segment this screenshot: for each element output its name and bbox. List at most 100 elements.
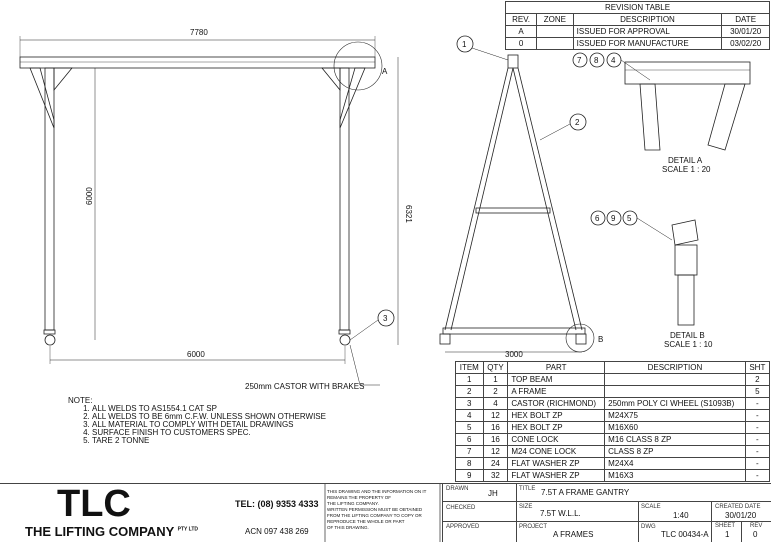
col-header: SHT [744, 361, 771, 374]
cell: - [744, 421, 771, 434]
dim-frame-base: 3000 [505, 350, 523, 359]
cell: 5 [455, 421, 484, 434]
cell: M24X75 [604, 409, 746, 422]
cell: 250mm POLY CI WHEEL (S1093B) [604, 397, 746, 410]
disclaimer-line: THIS DRAWING AND THE INFORMATION ON IT [327, 489, 427, 494]
cell: - [744, 397, 771, 410]
cell: CLASS 8 ZP [604, 445, 746, 458]
approved-label: APPROVED [446, 524, 480, 530]
table-row: 0 ISSUED FOR MANUFACTURE 03/02/20 [504, 37, 770, 50]
dim-span: 6000 [187, 350, 205, 359]
disclaimer-line: REPRODUCE THE WHOLE OR PART [327, 519, 405, 524]
cell: M24 CONE LOCK [507, 445, 606, 458]
disclaimer-line: REMAINS THE PROPERTY OF [327, 495, 392, 500]
note-item: ALL MATERIAL TO COMPLY WITH DETAIL DRAWI… [92, 421, 326, 429]
company-name: THE LIFTING COMPANY PTY LTD [25, 524, 198, 539]
company-name-text: THE LIFTING COMPANY [25, 524, 175, 539]
cell: 5 [744, 385, 771, 398]
balloon-label: 6 [595, 214, 600, 223]
left-leg [44, 67, 55, 331]
note-item: SURFACE FINISH TO CUSTOMERS SPEC. [92, 429, 326, 437]
balloon-label: 3 [383, 314, 388, 323]
cell: 3 [455, 397, 484, 410]
balloon-label: 4 [611, 56, 616, 65]
note-item: ALL WELDS TO BE 6mm C.F.W. UNLESS SHOWN … [92, 413, 326, 421]
cell: 7 [455, 445, 484, 458]
disclaimer-line: THE LIFTING COMPANY. [327, 501, 379, 506]
revision-table: REVISION TABLE REV. ZONE DESCRIPTION DAT… [504, 1, 770, 50]
balloon-label: 5 [627, 214, 632, 223]
cell: 0 [504, 37, 538, 50]
cell: 12 [482, 445, 509, 458]
cell: 9 [455, 469, 484, 482]
size-label: SIZE [519, 504, 533, 510]
cell: - [744, 433, 771, 446]
cell: FLAT WASHER ZP [507, 469, 606, 482]
front-view [19, 36, 399, 386]
detail-a-title: DETAIL A [668, 156, 703, 165]
detail-b-title: DETAIL B [670, 331, 705, 340]
note-item: TARE 2 TONNE [92, 437, 326, 445]
detail-b-scale: SCALE 1 : 10 [664, 340, 713, 349]
sheet-value: 1 [725, 530, 730, 539]
balloon-label: 8 [594, 56, 599, 65]
project-label: PROJECT [519, 524, 548, 530]
balloon [456, 35, 474, 53]
cell: ISSUED FOR MANUFACTURE [572, 37, 723, 50]
col-header: DESCRIPTION [572, 13, 723, 26]
cell [536, 37, 574, 50]
notes: NOTE: ALL WELDS TO AS1554.1 CAT SPALL WE… [68, 397, 326, 445]
col-header: ITEM [455, 361, 484, 374]
cell: HEX BOLT ZP [507, 409, 606, 422]
detail-a [572, 52, 751, 151]
logo: TLC [57, 483, 131, 525]
cell: - [744, 469, 771, 482]
notes-heading: NOTE: [68, 396, 93, 405]
created-value: 30/01/20 [725, 511, 757, 520]
cell: 4 [455, 409, 484, 422]
col-header: DESCRIPTION [604, 361, 746, 374]
castor-wheel [339, 334, 351, 346]
detail-b [590, 210, 699, 326]
castor-callout: 250mm CASTOR WITH BRAKES [245, 382, 364, 391]
cell: FLAT WASHER ZP [507, 457, 606, 470]
cell: 8 [455, 457, 484, 470]
cell: 1 [482, 373, 509, 386]
created-label: CREATED DATE [715, 504, 761, 510]
balloon-label: 2 [575, 118, 580, 127]
title-block: TLC THE LIFTING COMPANY PTY LTD TEL: (08… [0, 483, 771, 542]
dim-leg-height: 6000 [85, 187, 94, 205]
balloon [377, 309, 395, 327]
col-header: ZONE [536, 13, 574, 26]
cell: A [504, 25, 538, 38]
side-view [439, 35, 595, 353]
cell: 1 [455, 373, 484, 386]
dim-overall-height: 6321 [404, 205, 413, 223]
cell: CONE LOCK [507, 433, 606, 446]
cell [604, 373, 746, 386]
title-fields: DRAWN JH CHECKED APPROVED TITLE 7.5T A F… [442, 484, 771, 542]
cell: - [744, 457, 771, 470]
cell: TOP BEAM [507, 373, 606, 386]
cell: M16X3 [604, 469, 746, 482]
col-header: REV. [504, 13, 538, 26]
cell: M16 CLASS 8 ZP [604, 433, 746, 446]
cell: 4 [482, 397, 509, 410]
cell: 12 [482, 409, 509, 422]
revision-table-title: REVISION TABLE [505, 1, 770, 14]
castor-wheel [44, 334, 56, 346]
top-beam [19, 56, 376, 69]
size-value: 7.5T W.L.L. [540, 509, 581, 518]
rev-value: 0 [753, 530, 758, 539]
detail-a-scale: SCALE 1 : 20 [662, 165, 711, 174]
tel: TEL: (08) 9353 4333 [235, 499, 319, 509]
cell [536, 25, 574, 38]
detail-a-circle [333, 41, 383, 91]
disclaimer-line: FROM THE LIFTING COMPANY TO COPY OR [327, 513, 422, 518]
